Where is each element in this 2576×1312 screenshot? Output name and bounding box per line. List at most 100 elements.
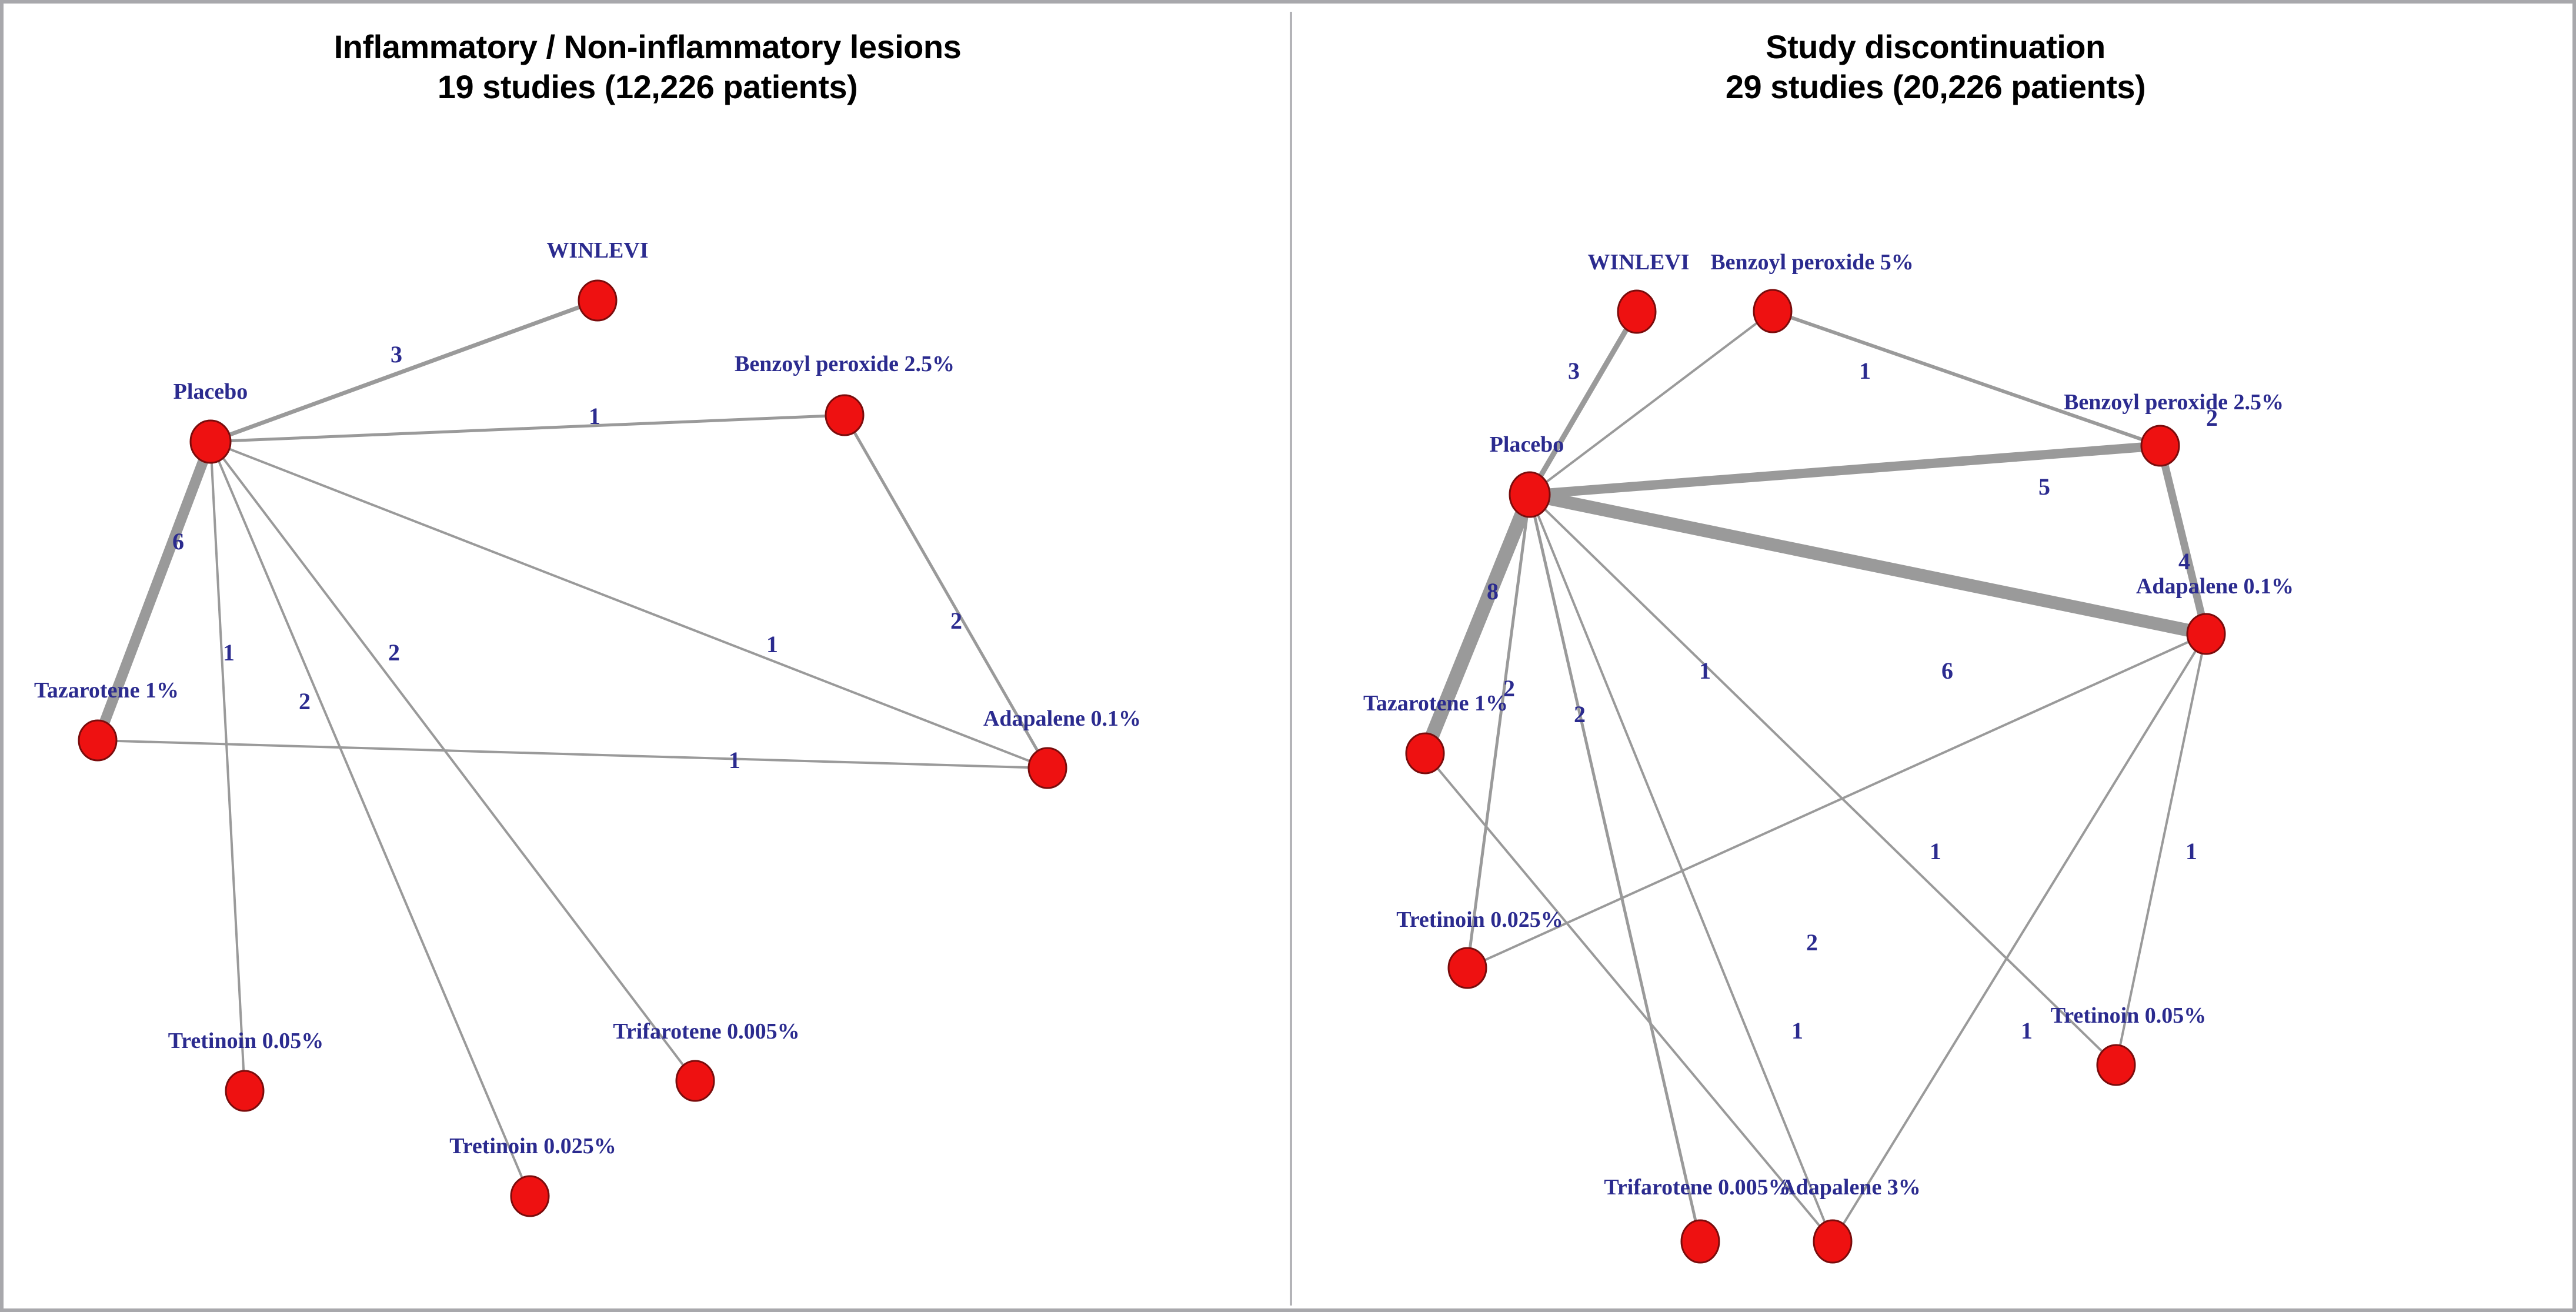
network-edge xyxy=(1529,441,2161,499)
treatment-node[interactable] xyxy=(1813,1219,1853,1264)
node-label: Adapalene 3% xyxy=(1780,1175,1921,1200)
panel-divider xyxy=(1290,12,1292,1306)
network-graph-discontinuation: WINLEVI Benzoyl peroxide 5% Placebo Benzoyl… xyxy=(1363,250,2294,1264)
network-graph-inflammatory: WINLEVI Placebo Benzoyl peroxide 2.5% Adapa… xyxy=(34,238,1141,1217)
edge-weight-label: 2 xyxy=(388,639,400,666)
node-label: Tretinoin 0.05% xyxy=(2051,1003,2207,1028)
nodes-layer xyxy=(78,279,1067,1217)
treatment-node[interactable] xyxy=(1027,747,1067,789)
edge-weight-label: 2 xyxy=(1574,701,1586,727)
node-label: Benzoyl peroxide 5% xyxy=(1710,250,1914,275)
node-label: Trifarotene 0.005% xyxy=(613,1019,799,1044)
treatment-node[interactable] xyxy=(1617,289,1657,334)
network-edge xyxy=(209,440,696,1082)
treatment-node[interactable] xyxy=(1447,947,1487,989)
edge-weight-label: 2 xyxy=(2206,405,2218,431)
node-label: Tretinoin 0.025% xyxy=(1396,907,1563,932)
edge-weight-label: 2 xyxy=(1806,929,1818,956)
title-line-1: Inflammatory / Non-inflammatory lesions xyxy=(333,28,962,65)
node-label: WINLEVI xyxy=(1587,250,1689,275)
network-edge xyxy=(1528,494,1702,1242)
edge-weight-label: 1 xyxy=(223,639,235,666)
node-label: Adapalene 0.1% xyxy=(983,706,1141,731)
network-edge xyxy=(1528,488,2208,640)
node-label: WINLEVI xyxy=(546,238,648,263)
treatment-node[interactable] xyxy=(510,1175,550,1217)
treatment-node[interactable] xyxy=(78,719,118,762)
edge-weight-label: 1 xyxy=(1699,657,1711,684)
title-line-2: 19 studies (12,226 patients) xyxy=(437,68,858,106)
edge-weight-label: 3 xyxy=(391,341,402,368)
treatment-node[interactable] xyxy=(1680,1219,1720,1264)
network-edge xyxy=(2156,445,2210,635)
node-label: Tazarotene 1% xyxy=(1363,691,1508,716)
edge-weight-label: 1 xyxy=(1859,358,1871,384)
treatment-node[interactable] xyxy=(1405,732,1445,774)
treatment-node[interactable] xyxy=(2140,425,2180,467)
node-label: Tazarotene 1% xyxy=(34,678,179,703)
network-edge xyxy=(1467,633,2207,969)
treatment-node[interactable] xyxy=(2186,613,2226,655)
treatment-node[interactable] xyxy=(189,419,232,464)
treatment-node[interactable] xyxy=(2096,1044,2136,1086)
node-label: Tretinoin 0.025% xyxy=(449,1134,616,1159)
edge-weight-label: 6 xyxy=(1941,657,1953,684)
network-edge xyxy=(1466,494,1531,969)
node-labels-layer: WINLEVI Benzoyl peroxide 5% Placebo Benzoyl… xyxy=(1363,250,2294,1200)
title-line-2: 29 studies (20,226 patients) xyxy=(1725,68,2146,106)
network-edge xyxy=(209,298,599,444)
title-line-1: Study discontinuation xyxy=(1766,28,2105,65)
edges-layer xyxy=(92,298,1049,1197)
treatment-node[interactable] xyxy=(825,394,865,436)
treatment-node[interactable] xyxy=(675,1060,715,1102)
network-edge xyxy=(2115,633,2207,1066)
edge-weight-label: 1 xyxy=(766,631,778,657)
edge-weight-label: 2 xyxy=(1503,675,1515,702)
edge-weight-label: 6 xyxy=(172,528,184,555)
network-edge xyxy=(1831,633,2207,1243)
edge-weight-label: 8 xyxy=(1487,578,1499,605)
network-edge xyxy=(1529,494,1834,1242)
panel-title-inflammatory: Inflammatory / Non-inflammatory lesions … xyxy=(4,27,1292,108)
node-label: Tretinoin 0.05% xyxy=(168,1029,324,1053)
edge-weight-label: 3 xyxy=(1568,358,1580,384)
network-edge xyxy=(1418,492,1537,756)
network-edge xyxy=(209,441,531,1197)
edge-weight-label: 1 xyxy=(1930,838,1941,864)
treatment-node[interactable] xyxy=(578,279,618,322)
edge-weight-label: 1 xyxy=(1791,1017,1803,1044)
network-edge xyxy=(1527,310,1639,496)
network-edge xyxy=(209,441,246,1091)
node-label: Adapalene 0.1% xyxy=(2136,574,2294,599)
edge-weight-label: 1 xyxy=(2185,838,2197,864)
panel-title-discontinuation: Study discontinuation 29 studies (20,226… xyxy=(1292,27,2572,108)
network-edge xyxy=(210,413,845,443)
panel-study-discontinuation: Study discontinuation 29 studies (20,226… xyxy=(1292,4,2572,1308)
node-label: Trifarotene 0.005% xyxy=(1604,1175,1790,1200)
network-edge xyxy=(1424,752,1834,1243)
node-labels-layer: WINLEVI Placebo Benzoyl peroxide 2.5% Adapa… xyxy=(34,238,1141,1159)
treatment-node[interactable] xyxy=(1509,471,1551,518)
edge-weight-label: 1 xyxy=(589,403,600,429)
network-edge xyxy=(92,439,216,743)
nodes-layer xyxy=(1405,289,2226,1264)
edge-weight-label: 4 xyxy=(2178,548,2190,575)
edge-weight-label: 2 xyxy=(299,688,311,715)
network-edge xyxy=(1529,310,1774,496)
network-edge xyxy=(97,739,1048,769)
network-edge xyxy=(210,440,1048,769)
edge-weight-label: 5 xyxy=(2038,473,2050,500)
node-label: Placebo xyxy=(173,379,248,404)
edges-layer xyxy=(1418,309,2210,1243)
network-edge xyxy=(1772,309,2161,448)
network-edge xyxy=(843,414,1049,769)
node-label: Placebo xyxy=(1490,432,1564,457)
panel-inflammatory-lesions: Inflammatory / Non-inflammatory lesions … xyxy=(4,4,1292,1308)
treatment-node[interactable] xyxy=(1753,289,1793,333)
node-label: Benzoyl peroxide 2.5% xyxy=(2064,390,2284,415)
node-label: Benzoyl peroxide 2.5% xyxy=(735,352,955,376)
treatment-node[interactable] xyxy=(225,1070,265,1112)
edge-weight-label: 2 xyxy=(950,607,962,634)
